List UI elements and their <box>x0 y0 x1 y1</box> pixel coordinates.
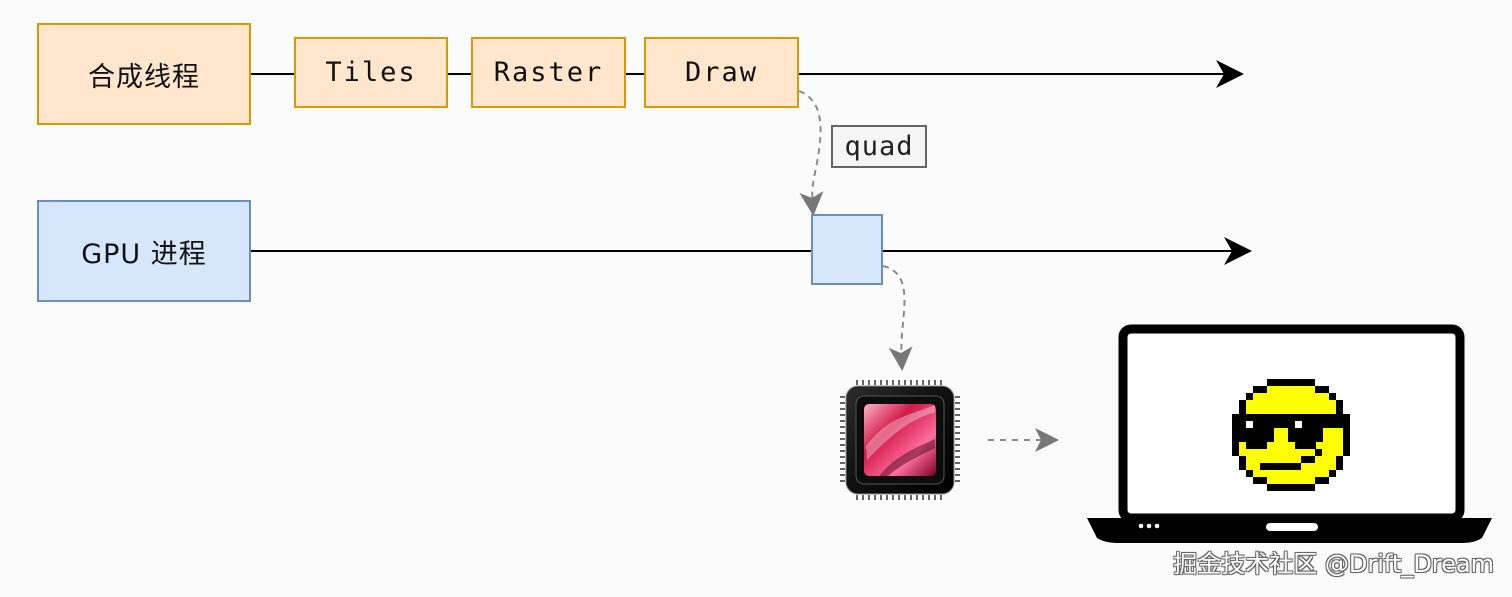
compositor-thread-label: 合成线程 <box>37 23 251 125</box>
quad-label: quad <box>831 125 927 168</box>
gpu-chip-icon <box>840 380 960 500</box>
gpu-to-chip-connector <box>882 265 913 371</box>
gpu-work-block <box>811 214 883 285</box>
tiles-step: Tiles <box>294 37 448 108</box>
draw-step: Draw <box>644 37 799 108</box>
watermark: 掘金技术社区 @Drift_Dream <box>1173 550 1494 578</box>
raster-step: Raster <box>471 37 626 108</box>
sunglasses-smiley-icon <box>1232 379 1350 491</box>
gpu-process-label: GPU 进程 <box>37 200 251 302</box>
draw-to-gpu-connector <box>798 90 824 216</box>
